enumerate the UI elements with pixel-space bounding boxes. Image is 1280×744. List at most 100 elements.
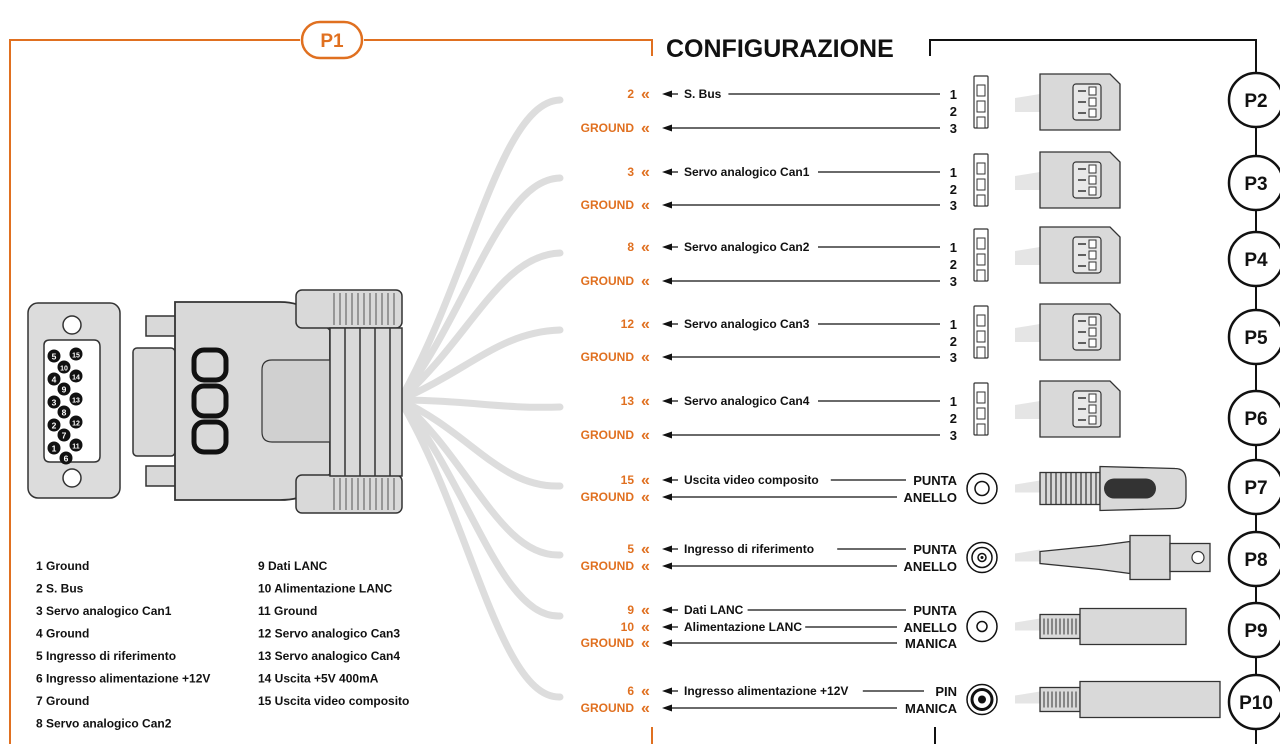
label-bg (678, 601, 748, 617)
arrow-head (662, 704, 672, 712)
db15-pin-number: 8 (62, 408, 67, 418)
arrow-head (662, 545, 672, 553)
plug-body (1039, 471, 1101, 506)
jack-socket-icon (966, 610, 998, 643)
end-bg (897, 557, 959, 574)
db15-pin-number: 4 (52, 375, 57, 385)
terminal-label: ANELLO (904, 559, 957, 574)
db15-pin-dot (57, 405, 71, 419)
end-bg (944, 348, 958, 365)
db15-pin-number: 2 (52, 421, 57, 431)
signal-label: S. Bus (684, 87, 722, 101)
port-badge-p9: P9 (1227, 601, 1280, 659)
legend-item: 11 Ground (258, 604, 317, 618)
pin-ref: 8 (627, 240, 634, 254)
cable-p7 (396, 396, 564, 490)
bnc-pin (1191, 550, 1205, 565)
end-bg (906, 540, 959, 557)
signal-label: Ingresso di riferimento (684, 542, 814, 556)
servo-plug-face (1072, 236, 1102, 274)
chevron-icon: « (641, 120, 650, 137)
db15-pin-number: 1 (52, 444, 57, 454)
signal-label: Dati LANC (684, 603, 744, 617)
db15-pin-number: 6 (64, 454, 69, 464)
dc-plug (1015, 680, 1221, 719)
port-badge-p4: P4 (1227, 230, 1280, 288)
end-bg (944, 163, 958, 180)
header-pin (976, 162, 986, 175)
pin-ref: 12 (621, 317, 635, 331)
pin-ref: 3 (627, 165, 634, 179)
plug-slot (1088, 393, 1097, 403)
chevron-icon: « (641, 393, 650, 410)
legend-item: 3 Servo analogico Can1 (36, 604, 172, 618)
pin-ref: GROUND (581, 274, 635, 288)
end-bg (944, 392, 958, 409)
cable-p8 (396, 396, 564, 559)
cable-p3 (396, 174, 564, 404)
plug-slot (1088, 250, 1097, 260)
plug-shadow (1015, 324, 1040, 342)
header-pin (976, 116, 986, 129)
pin-ref: GROUND (581, 490, 635, 504)
terminal-label: 1 (950, 240, 957, 255)
plug-shadow (1015, 691, 1040, 704)
end-bg (944, 196, 958, 213)
signal-label: Servo analogico Can2 (684, 240, 810, 254)
cable-p5 (396, 326, 564, 404)
pin-ref: 9 (627, 603, 634, 617)
port-badge-p8: P8 (1227, 530, 1280, 588)
jack-plug (1015, 607, 1187, 646)
header-pin (976, 269, 986, 282)
terminal-label: 1 (950, 317, 957, 332)
end-bg (944, 332, 958, 349)
terminal-label: PUNTA (913, 603, 957, 618)
terminal-label: PUNTA (913, 542, 957, 557)
terminal-label: 3 (950, 428, 957, 443)
breakout-connector (132, 289, 403, 514)
terminal-label: MANICA (905, 701, 958, 716)
port-label: P10 (1239, 693, 1273, 714)
header-pin (976, 423, 986, 436)
end-bg (944, 426, 958, 443)
label-bg (678, 238, 818, 254)
port-badge-p2: P2 (1227, 71, 1280, 129)
header-pin (976, 84, 986, 97)
page-title: CONFIGURAZIONE (666, 35, 894, 63)
header-pin (976, 346, 986, 359)
signal-label: Servo analogico Can4 (684, 394, 810, 408)
arrow-head (662, 201, 672, 209)
label-bg (678, 85, 729, 101)
db15-pin-number: 7 (62, 431, 67, 441)
arrow-head (662, 397, 672, 405)
db15-pin-number: 13 (72, 398, 80, 405)
chevron-icon: « (641, 619, 650, 636)
plug-slot (1088, 175, 1097, 185)
pin-ref: GROUND (581, 121, 635, 135)
db15-pin-number: 11 (72, 444, 80, 451)
arrow-head (662, 493, 672, 501)
cable-p2 (396, 96, 564, 404)
chevron-icon: « (641, 273, 650, 290)
plug-slot (1088, 327, 1097, 337)
signal-label: Alimentazione LANC (684, 620, 802, 634)
plug-grip-pad (1104, 478, 1156, 499)
pin-ref: 2 (627, 87, 634, 101)
pin-ref: 13 (621, 394, 635, 408)
db15-pin-number: 3 (52, 398, 57, 408)
plug-shadow (1015, 480, 1040, 493)
chevron-icon: « (641, 700, 650, 717)
db15-pin-dot (69, 438, 83, 452)
port-badge-p6: P6 (1227, 389, 1280, 447)
servo-plug-face (1072, 390, 1102, 428)
chevron-icon: « (641, 427, 650, 444)
plug-shadow (1015, 94, 1040, 112)
db15-pin-dot (57, 360, 71, 374)
signal-label: Servo analogico Can3 (684, 317, 810, 331)
rca-plug (1015, 465, 1187, 512)
legend-item: 9 Dati LANC (258, 559, 328, 573)
